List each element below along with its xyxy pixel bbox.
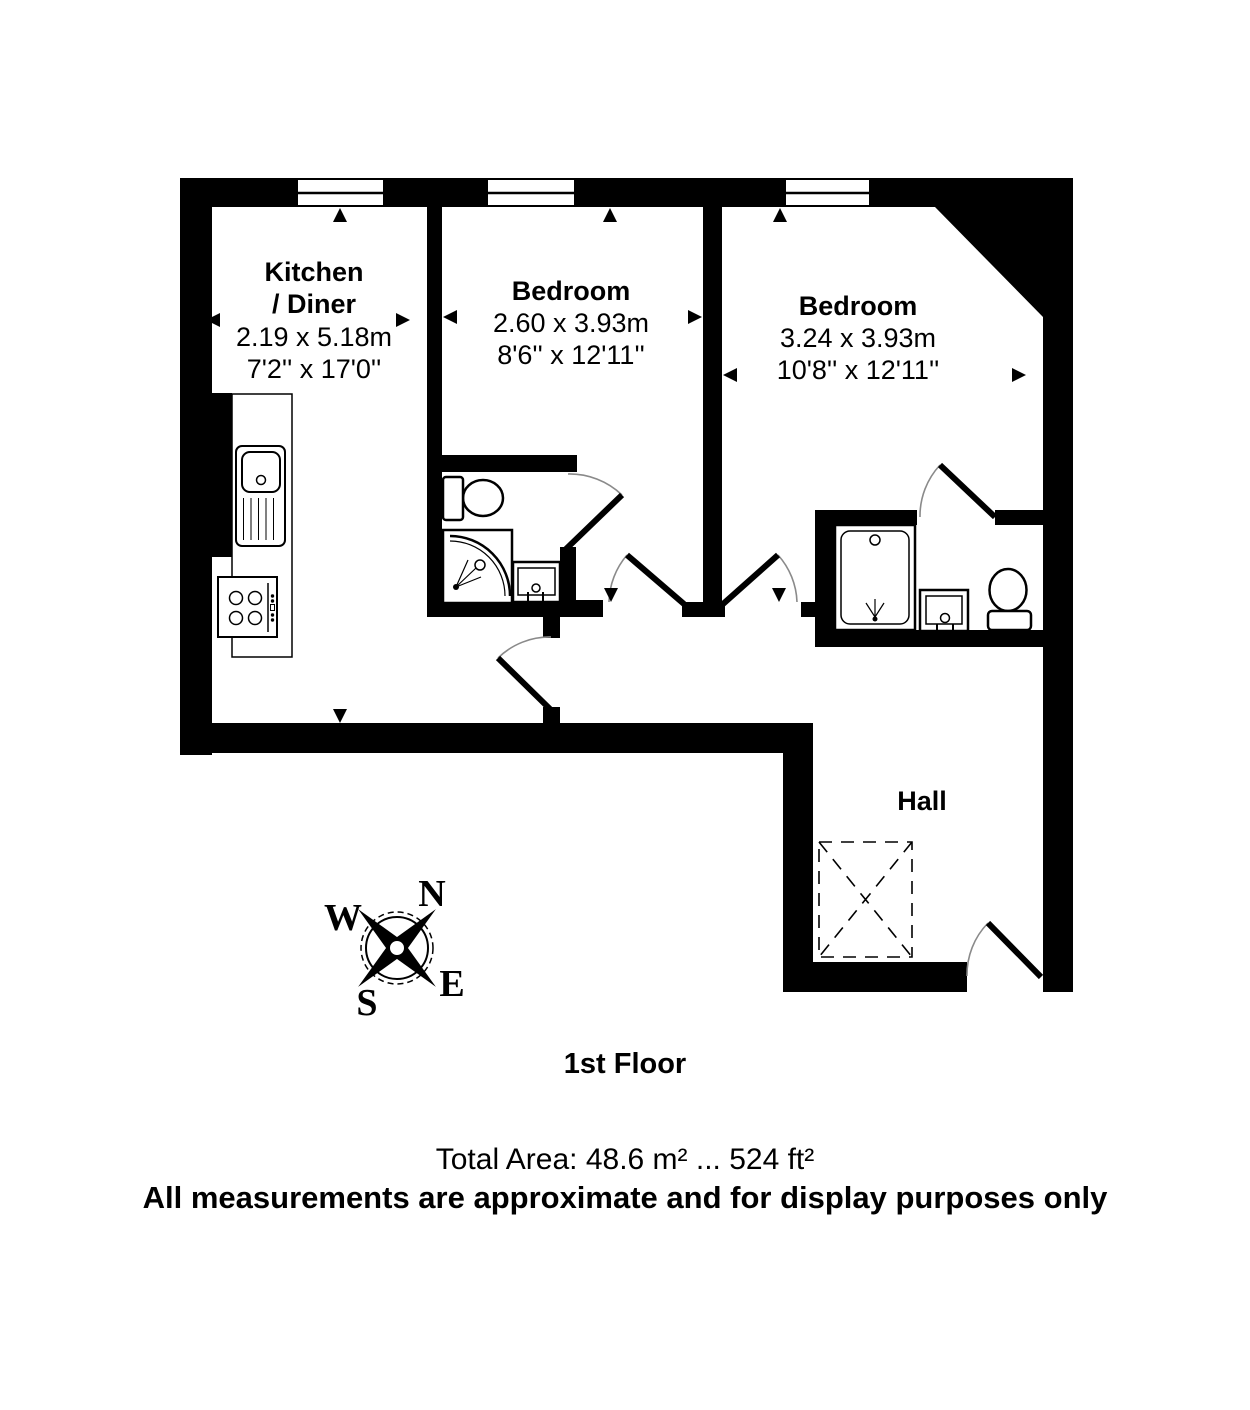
compass-rose: N W E S [324, 873, 465, 1024]
wall-bathroom-top-right [995, 510, 1043, 525]
showerroom-fixtures [441, 475, 562, 605]
compass-ring [365, 916, 429, 980]
compass-east: E [439, 963, 464, 1005]
window-bedroom2 [784, 178, 871, 207]
compass-south: S [356, 982, 377, 1024]
bedroom2-dim-imperial: 10'8'' x 12'11'' [777, 355, 940, 385]
kitchen-fixtures [217, 393, 293, 658]
shower-icon [441, 528, 514, 605]
bedroom-doors-center-stub [682, 602, 725, 617]
bedroom2-label: Bedroom [799, 291, 918, 321]
wall-bathroom-top-left [815, 510, 917, 525]
hob-icon [217, 576, 278, 638]
dimension-arrow-left [443, 310, 457, 324]
bathroom-door [919, 462, 998, 520]
wall-corner-chamfer [935, 207, 1043, 317]
entrance-door [966, 920, 1044, 980]
kitchen-door [495, 636, 554, 713]
wall-bathroom-left [815, 510, 835, 647]
disclaimer-label: All measurements are approximate and for… [143, 1180, 1108, 1215]
wall-kitchen-bedroom1 [427, 207, 442, 615]
wall-bedroom1-bottom [442, 455, 577, 472]
bedroom1-dim-metric: 2.60 x 3.93m [493, 308, 649, 338]
hall-label: Hall [897, 786, 947, 816]
window-kitchen [296, 178, 385, 207]
bedroom2-door-jamb [801, 602, 817, 617]
wall-hall-bottom [783, 962, 967, 992]
bathroom-fixtures [833, 523, 1033, 633]
wall-left-pillar [212, 393, 232, 557]
windows [296, 178, 871, 207]
kitchen-sink-icon [235, 445, 286, 547]
compass-star [358, 909, 436, 987]
dimension-arrow-down [604, 588, 618, 602]
kitchen-label-line1: Kitchen [264, 257, 363, 287]
dimension-arrow-left [723, 368, 737, 382]
room-labels: Kitchen / Diner 2.19 x 5.18m 7'2'' x 17'… [236, 257, 947, 816]
bedroom1-door [608, 552, 686, 607]
dimension-arrow-left [206, 313, 220, 327]
wall-bathroom-bottom [815, 630, 1043, 647]
doors [495, 462, 1044, 980]
dimension-arrows [206, 208, 1026, 723]
kitchen-label-line2: / Diner [272, 289, 357, 319]
floor-label: 1st Floor [564, 1048, 686, 1080]
dimension-arrow-right [1012, 368, 1026, 382]
showerroom-door [563, 473, 625, 552]
kitchen-door-jamb-top [543, 617, 560, 638]
cupboard-icon [818, 841, 913, 958]
dimension-arrow-down [772, 588, 786, 602]
basin-icon [511, 560, 562, 604]
bedroom2-dim-metric: 3.24 x 3.93m [780, 323, 936, 353]
wall-left [180, 178, 212, 755]
wall-bedroom1-bedroom2 [703, 207, 722, 602]
toilet-icon [441, 475, 505, 522]
basin-icon [918, 588, 970, 633]
interior-walls [427, 207, 1043, 723]
dimension-arrow-up [603, 208, 617, 222]
kitchen-door-jamb-bottom [543, 707, 560, 723]
window-bedroom1 [486, 178, 576, 207]
toilet-icon [986, 567, 1033, 632]
total-area-label: Total Area: 48.6 m² ... 524 ft² [436, 1143, 815, 1176]
bedroom1-dim-imperial: 8'6'' x 12'11'' [497, 340, 645, 370]
wall-showerroom-right [560, 547, 576, 609]
wall-hall-left [783, 723, 813, 992]
compass-dashed-ring [360, 911, 434, 985]
kitchen-dim-metric: 2.19 x 5.18m [236, 322, 392, 352]
bath-icon [833, 523, 917, 632]
exterior-walls [180, 178, 1073, 992]
wall-kitchen-bottom [180, 723, 813, 753]
dimension-arrow-right [396, 313, 410, 327]
compass-west: W [324, 897, 362, 939]
wall-right [1043, 178, 1073, 992]
dimension-arrow-down [333, 709, 347, 723]
dimension-arrow-up [333, 208, 347, 222]
dimension-arrow-right [688, 310, 702, 324]
kitchen-dim-imperial: 7'2'' x 17'0'' [247, 354, 382, 384]
footer-text: 1st Floor Total Area: 48.6 m² ... 524 ft… [143, 1048, 1108, 1215]
bedroom2-door [721, 552, 798, 607]
bedroom1-label: Bedroom [512, 276, 631, 306]
compass-north: N [418, 873, 445, 915]
dimension-arrow-up [773, 208, 787, 222]
